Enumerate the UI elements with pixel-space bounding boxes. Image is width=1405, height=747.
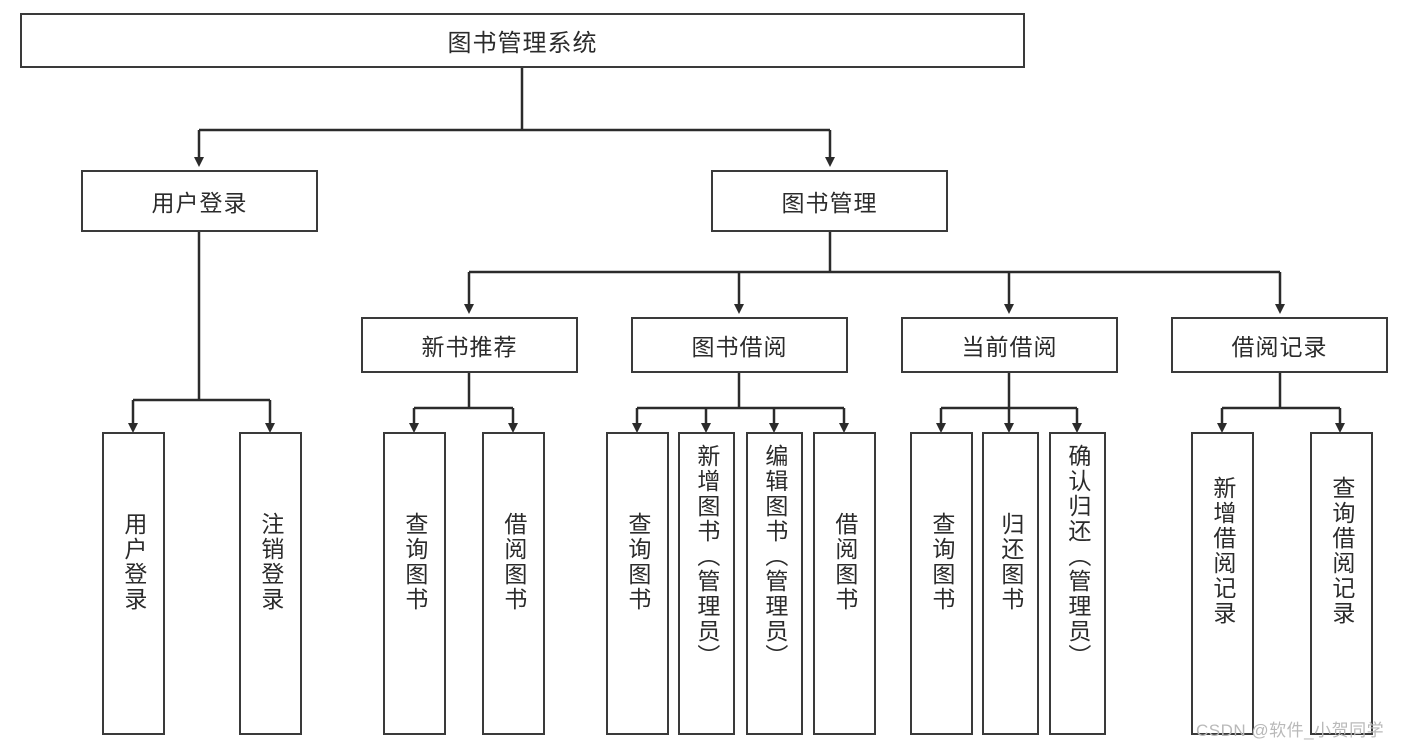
node-label: 查询图书 — [928, 512, 955, 612]
node-label: 新增借阅记录 — [1209, 476, 1236, 626]
csdn-watermark: CSDN @软件_小贺同学 — [1196, 721, 1385, 740]
leaf-book-borrow-borrow-book[interactable]: 借阅图书 — [813, 432, 876, 735]
node-label: 图书借阅 — [691, 334, 788, 360]
leaf-new-book-query-book[interactable]: 查询图书 — [383, 432, 446, 735]
node-label: 图书管理系统 — [447, 30, 598, 57]
node-label: 借阅记录 — [1231, 334, 1328, 360]
node-current-borrow[interactable]: 当前借阅 — [901, 317, 1118, 373]
node-book-management[interactable]: 图书管理 — [711, 170, 948, 232]
node-borrow-record[interactable]: 借阅记录 — [1171, 317, 1388, 373]
leaf-new-book-borrow-book[interactable]: 借阅图书 — [482, 432, 545, 735]
node-root-book-management-system[interactable]: 图书管理系统 — [20, 13, 1025, 68]
node-label: 确认归还（管理员） — [1064, 444, 1091, 669]
leaf-user-login-signin[interactable]: 用户登录 — [102, 432, 165, 735]
node-label: 图书管理 — [781, 190, 878, 216]
leaf-current-borrow-return-book[interactable]: 归还图书 — [982, 432, 1039, 735]
node-new-book-recommend[interactable]: 新书推荐 — [361, 317, 578, 373]
node-label: 用户登录 — [120, 512, 147, 612]
leaf-current-borrow-confirm-return-admin[interactable]: 确认归还（管理员） — [1049, 432, 1106, 735]
node-label: 归还图书 — [997, 512, 1024, 612]
node-label: 查询借阅记录 — [1328, 476, 1355, 626]
leaf-user-login-signout[interactable]: 注销登录 — [239, 432, 302, 735]
node-label: 借阅图书 — [831, 512, 858, 612]
leaf-borrow-record-add-record[interactable]: 新增借阅记录 — [1191, 432, 1254, 735]
leaf-current-borrow-query-book[interactable]: 查询图书 — [910, 432, 973, 735]
node-label: 查询图书 — [624, 512, 651, 612]
node-label: 新增图书（管理员） — [693, 444, 720, 669]
leaf-borrow-record-query-record[interactable]: 查询借阅记录 — [1310, 432, 1373, 735]
node-book-borrow[interactable]: 图书借阅 — [631, 317, 848, 373]
leaf-book-borrow-add-book-admin[interactable]: 新增图书（管理员） — [678, 432, 735, 735]
node-label: 用户登录 — [151, 190, 248, 216]
node-label: 当前借阅 — [961, 334, 1058, 360]
node-label: 编辑图书（管理员） — [761, 444, 788, 669]
leaf-book-borrow-query-book[interactable]: 查询图书 — [606, 432, 669, 735]
leaf-book-borrow-edit-book-admin[interactable]: 编辑图书（管理员） — [746, 432, 803, 735]
node-label: 新书推荐 — [421, 334, 518, 360]
node-label: 借阅图书 — [500, 512, 527, 612]
node-label: 注销登录 — [257, 512, 284, 612]
node-user-login[interactable]: 用户登录 — [81, 170, 318, 232]
node-label: 查询图书 — [401, 512, 428, 612]
